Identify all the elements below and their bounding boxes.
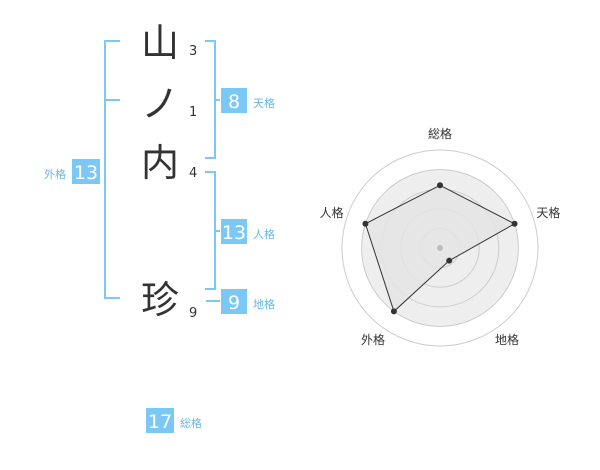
brackets xyxy=(104,40,220,302)
radar-axis-label-1: 総格 xyxy=(428,126,452,141)
radar-point-2 xyxy=(511,220,518,227)
radar-axis-label-5: 人格 xyxy=(320,205,344,220)
name-char-3: 内 xyxy=(141,141,179,185)
chikaku-badge-box xyxy=(221,289,247,314)
stroke-count-1: 3 xyxy=(189,44,197,59)
gaikaku-value: 13 xyxy=(74,162,98,184)
tenkaku-bracket xyxy=(205,40,220,159)
jinkaku-bracket xyxy=(205,171,220,290)
jinkaku-badge-box xyxy=(221,219,247,244)
stroke-counts: 3 1 4 9 xyxy=(189,44,197,321)
jinkaku-badge: 13 人格 xyxy=(221,219,275,244)
radar-point-1 xyxy=(437,182,443,189)
gaikaku-bracket xyxy=(104,40,120,299)
jinkaku-label: 人格 xyxy=(253,227,275,241)
soukaku-badge: 17 総格 xyxy=(146,408,202,433)
radar-point-4 xyxy=(390,308,397,315)
radar-axis-label-3: 地格 xyxy=(495,332,519,347)
name-characters: 山 ノ 内 珍 xyxy=(141,21,179,322)
radar-data-points xyxy=(362,182,518,315)
radar-ring-4 xyxy=(361,169,519,327)
stroke-count-2: 1 xyxy=(189,105,197,120)
gaikaku-badge-box xyxy=(72,159,100,184)
stroke-count-3: 4 xyxy=(189,166,197,181)
radar-ring-5 xyxy=(341,149,539,347)
chikaku-value: 9 xyxy=(228,292,240,314)
chikaku-badge: 9 地格 xyxy=(221,289,275,314)
radar-axis-label-4: 外格 xyxy=(361,332,385,347)
soukaku-value: 17 xyxy=(148,411,172,433)
tenkaku-badge: 8 天格 xyxy=(221,88,275,113)
name-char-4: 珍 xyxy=(141,278,179,322)
tenkaku-label: 天格 xyxy=(253,96,275,110)
chikaku-label: 地格 xyxy=(253,297,275,311)
radar-axis-label-2: 天格 xyxy=(536,205,560,220)
radar-point-5 xyxy=(362,220,369,227)
tenkaku-value: 8 xyxy=(228,91,240,113)
gaikaku-label: 外格 xyxy=(44,167,66,181)
tenkaku-badge-box xyxy=(221,88,247,113)
soukaku-badge-box xyxy=(146,408,174,433)
name-char-1: 山 xyxy=(141,21,179,65)
radar-center-dot xyxy=(437,245,443,251)
gaikaku-badge: 13 外格 xyxy=(44,159,100,184)
jinkaku-value: 13 xyxy=(222,222,246,244)
radar-point-3 xyxy=(446,257,453,264)
name-char-2: ノ xyxy=(141,82,179,126)
soukaku-label: 総格 xyxy=(180,416,202,430)
stroke-count-4: 9 xyxy=(189,306,197,321)
